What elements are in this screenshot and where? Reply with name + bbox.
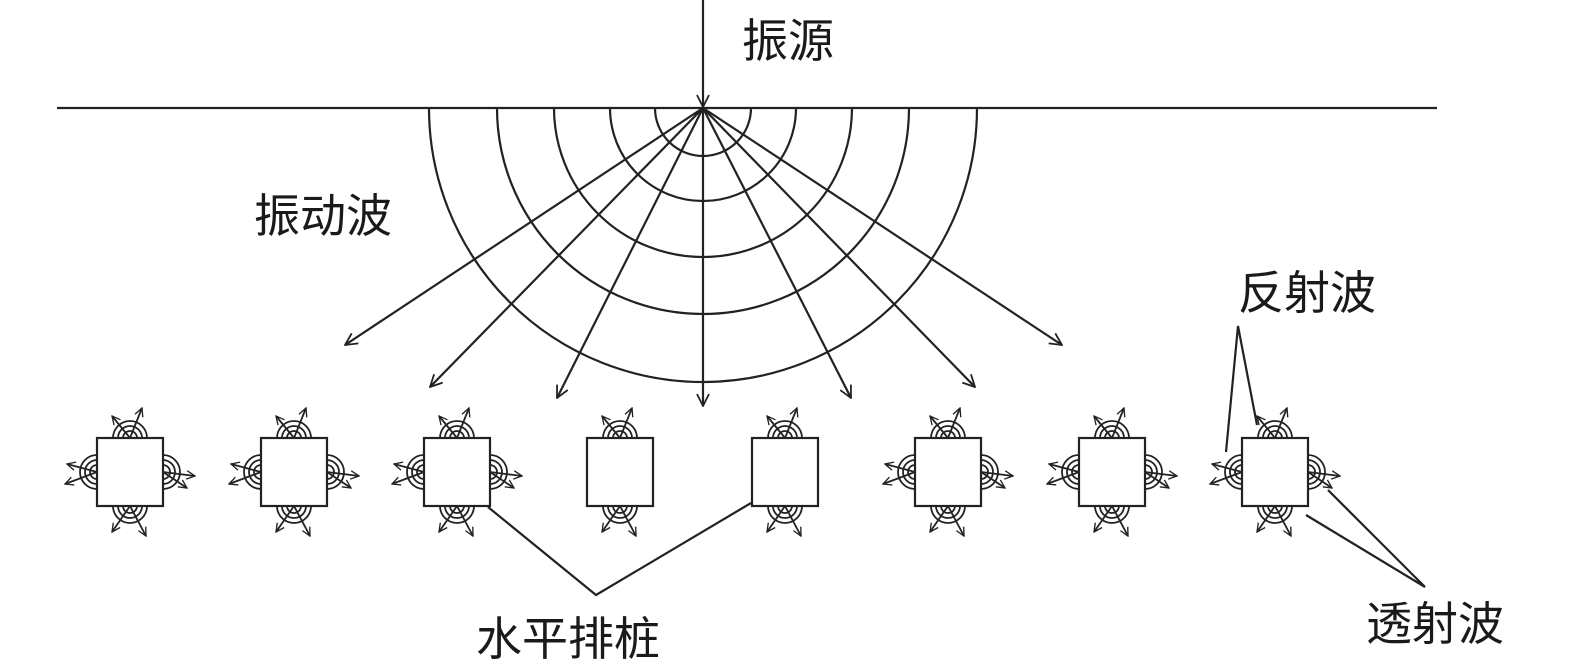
scatter-arrow (439, 505, 458, 532)
scatter-arrow (129, 408, 142, 439)
scatter-arrow (883, 471, 916, 484)
scatter-arrow (326, 472, 359, 476)
wave-arrows (345, 107, 1062, 406)
scatter-arrow (947, 408, 960, 439)
wave-arrow (556, 107, 704, 398)
scatter-arrow (276, 505, 295, 532)
scatter-arrow (1111, 505, 1129, 536)
scatter-arrow (276, 416, 295, 439)
scatter-arrow (1257, 505, 1276, 532)
scatter-arrow (1049, 464, 1080, 473)
pile-row (65, 408, 1340, 536)
pile (65, 408, 195, 536)
scatter-arrow (602, 416, 621, 439)
scatter-arrow (1047, 471, 1080, 484)
scatter-arrow (394, 464, 425, 473)
wave-arrow (430, 107, 704, 387)
pile (585, 408, 655, 536)
scatter-arrow (293, 408, 306, 439)
scatter-arrow (1274, 505, 1292, 536)
scatter-arrow (112, 505, 131, 532)
scatter-arrow (456, 408, 469, 439)
transmitted-wave-callout (1305, 489, 1426, 588)
pile-square (1077, 436, 1147, 508)
scatter-arrow (489, 471, 514, 488)
pile-row-callout (487, 502, 752, 597)
scatter-arrow (767, 505, 786, 532)
reflected-wave-label: 反射波 (1238, 266, 1376, 320)
scatter-arrow (392, 471, 425, 484)
wave-arrow (702, 107, 1062, 345)
scatter-arrow (767, 416, 786, 439)
pile (1210, 408, 1340, 536)
scatter-arrow (162, 471, 187, 488)
pile-square (259, 436, 329, 508)
vibration-wave-label: 振动波 (254, 189, 392, 243)
scatter-arrow (67, 464, 98, 473)
scatter-arrow (1257, 416, 1276, 439)
pile (392, 408, 522, 536)
scatter-arrow (1094, 416, 1113, 439)
pile (750, 408, 820, 536)
scatter-arrow (456, 505, 474, 536)
reflected-wave-callout (1224, 325, 1259, 453)
scatter-arrow (1210, 471, 1243, 484)
scatter-arrow (980, 472, 1013, 476)
scatter-arrow (1094, 505, 1113, 532)
transmitted-wave-label: 透射波 (1366, 597, 1504, 651)
scatter-arrow (1144, 471, 1169, 488)
scatter-arrow (293, 505, 311, 536)
scatter-arrow (1111, 408, 1124, 439)
scatter-arrow (1212, 464, 1243, 473)
pile (1047, 408, 1177, 536)
scatter-arrow (784, 408, 797, 439)
pile-square (585, 436, 655, 508)
wave-arrow (702, 107, 975, 387)
scatter-arrow (1144, 472, 1177, 476)
scatter-arrow (619, 505, 637, 536)
pile-square (913, 436, 983, 508)
pile (229, 408, 359, 536)
pile-square (1240, 436, 1310, 508)
scatter-arrow (1307, 472, 1340, 476)
wave-arrow (702, 107, 852, 398)
scatter-arrow (1274, 408, 1287, 439)
pile-row-label: 水平排桩 (476, 612, 660, 666)
wave-arrow (345, 107, 704, 345)
scatter-arrow (229, 471, 262, 484)
scatter-arrow (930, 505, 949, 532)
source-label: 振源 (742, 14, 834, 68)
scatter-arrow (439, 416, 458, 439)
scatter-arrow (784, 505, 802, 536)
scatter-arrow (947, 505, 965, 536)
scatter-arrow (1307, 471, 1332, 488)
scatter-arrow (65, 471, 98, 484)
callout-lines (487, 325, 1426, 597)
pile-square (750, 436, 820, 508)
scatter-arrow (326, 471, 351, 488)
scatter-arrow (619, 408, 632, 439)
pile-square (95, 436, 165, 508)
scatter-arrow (112, 416, 131, 439)
scatter-arrow (162, 472, 195, 476)
scatter-arrow (231, 464, 262, 473)
scatter-arrow (129, 505, 147, 536)
scatter-arrow (885, 464, 916, 473)
scatter-arrow (930, 416, 949, 439)
scatter-arrow (489, 472, 522, 476)
pile (883, 408, 1013, 536)
pile-square (422, 436, 492, 508)
scatter-arrow (602, 505, 621, 532)
scatter-arrow (980, 471, 1005, 488)
